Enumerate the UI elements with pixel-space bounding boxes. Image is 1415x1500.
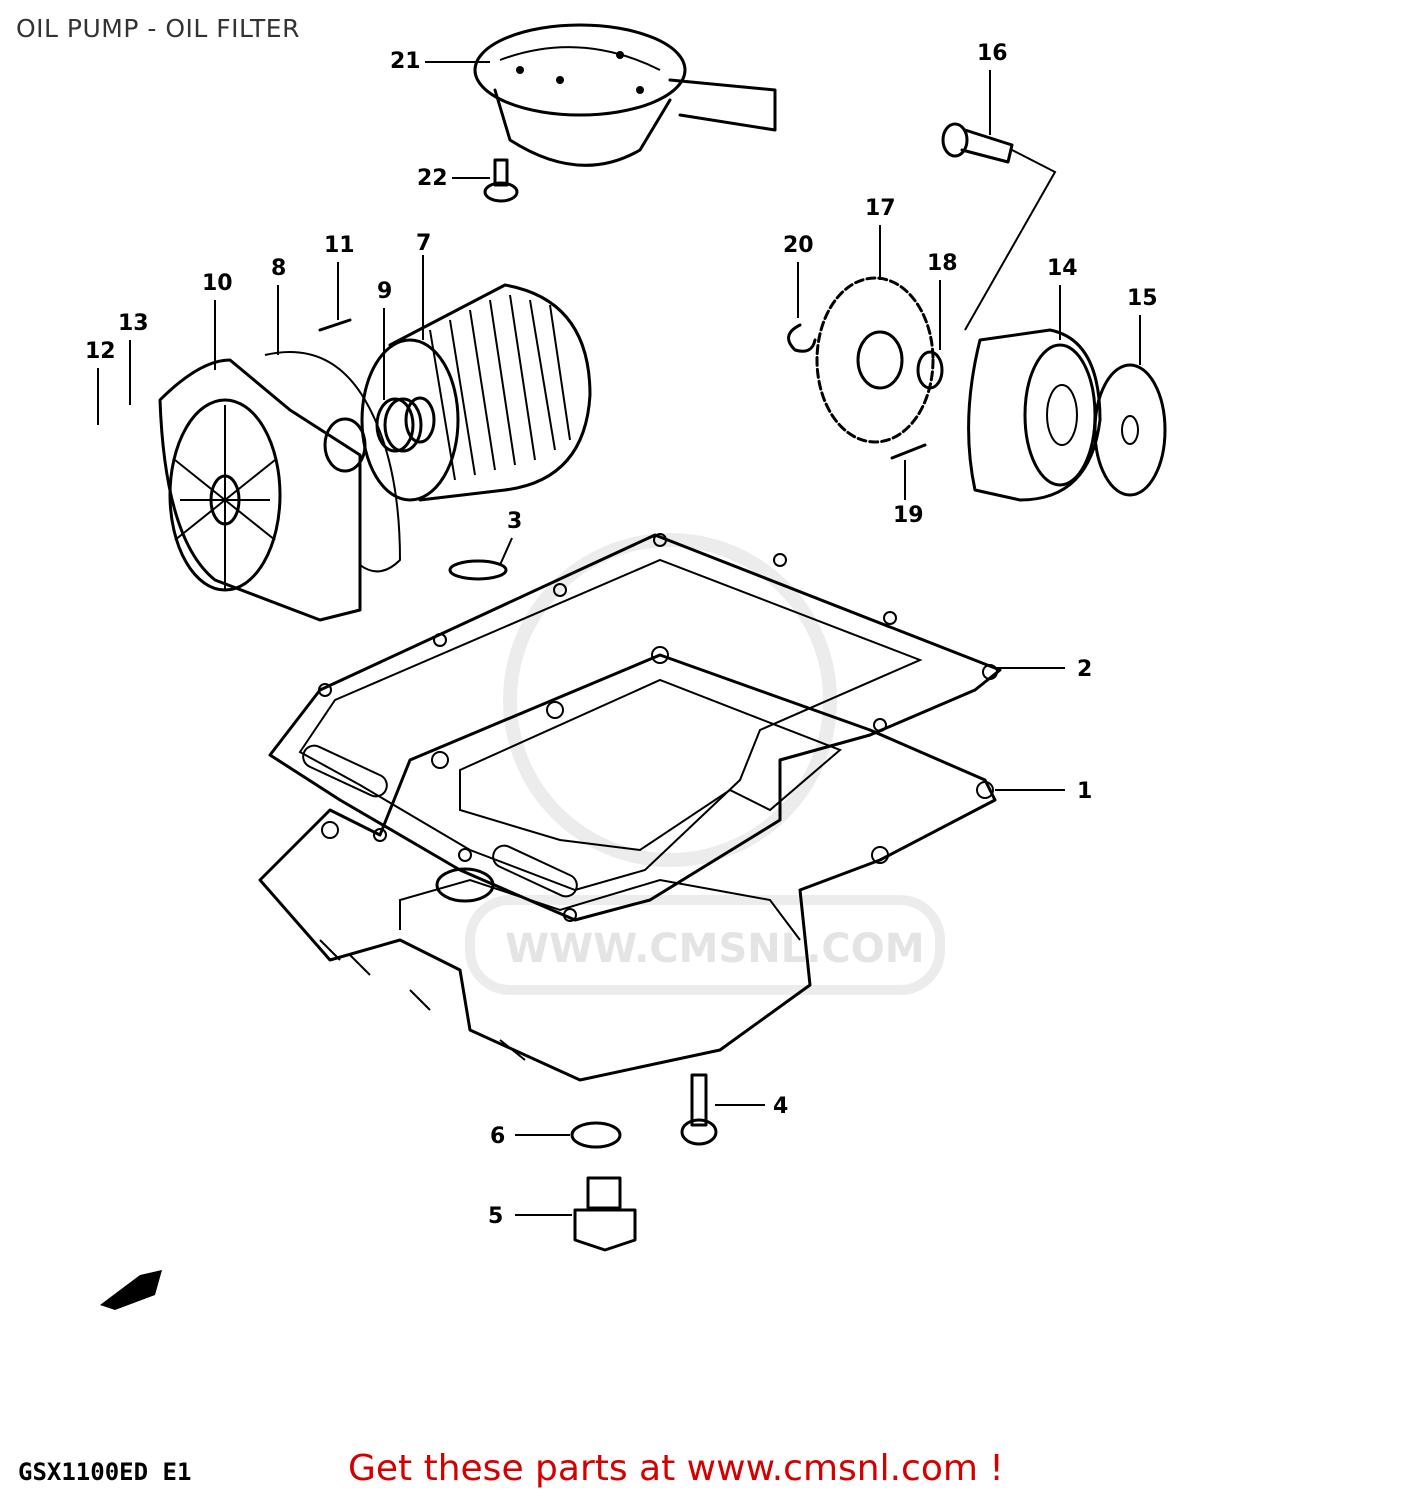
callout-numbers: 21 22 16 17 20 18 14 15 19 11 7 9 8 10 1… — [85, 41, 1158, 1229]
callout-8: 8 — [271, 256, 286, 281]
callout-21: 21 — [390, 49, 421, 74]
callout-4: 4 — [773, 1094, 788, 1119]
callout-16: 16 — [977, 41, 1008, 66]
callout-2: 2 — [1077, 657, 1092, 682]
part-oil-pan — [258, 646, 997, 1082]
callout-19: 19 — [893, 503, 924, 528]
callout-12: 12 — [85, 339, 116, 364]
part-washer — [916, 350, 944, 390]
callout-1: 1 — [1077, 779, 1092, 804]
part-strainer-bolt — [483, 158, 519, 203]
callout-13: 13 — [118, 311, 149, 336]
part-pump-sprocket — [815, 276, 935, 444]
callout-17: 17 — [865, 196, 896, 221]
callout-3: 3 — [507, 509, 522, 534]
callout-14: 14 — [1047, 256, 1078, 281]
part-pump-bolt — [941, 122, 1057, 331]
watermark-text: WWW.CMSNL.COM — [505, 926, 925, 972]
callout-10: 10 — [202, 271, 233, 296]
part-drain-gasket — [570, 1121, 622, 1149]
part-drain-plug — [573, 1176, 637, 1252]
watermark: WWW.CMSNL.COM — [465, 533, 945, 995]
callout-5: 5 — [488, 1204, 503, 1229]
model-code: GSX1100ED E1 — [18, 1458, 192, 1486]
callout-18: 18 — [927, 251, 958, 276]
callout-7: 7 — [416, 231, 431, 256]
callout-15: 15 — [1127, 286, 1158, 311]
part-cap-pin — [318, 318, 352, 332]
callout-11: 11 — [324, 233, 355, 258]
leader-lines — [97, 61, 1141, 1216]
part-cap-o-ring — [264, 351, 402, 573]
part-pump-gasket — [1093, 363, 1167, 497]
part-filter-cap — [158, 358, 362, 622]
part-oil-strainer — [473, 23, 777, 167]
part-pan-o-ring — [448, 559, 508, 581]
part-pan-bolt — [680, 1073, 718, 1146]
part-oil-filter — [360, 283, 592, 502]
part-circlip — [787, 323, 817, 353]
page-title: OIL PUMP - OIL FILTER — [16, 14, 300, 43]
part-oil-pump — [967, 328, 1102, 502]
callout-20: 20 — [783, 233, 814, 258]
callout-6: 6 — [490, 1124, 505, 1149]
callout-22: 22 — [417, 166, 448, 191]
promo-link[interactable]: Get these parts at www.cmsnl.com ! — [348, 1448, 1004, 1489]
front-arrow-icon — [100, 1270, 162, 1310]
callout-9: 9 — [377, 279, 392, 304]
part-pin — [890, 443, 927, 460]
